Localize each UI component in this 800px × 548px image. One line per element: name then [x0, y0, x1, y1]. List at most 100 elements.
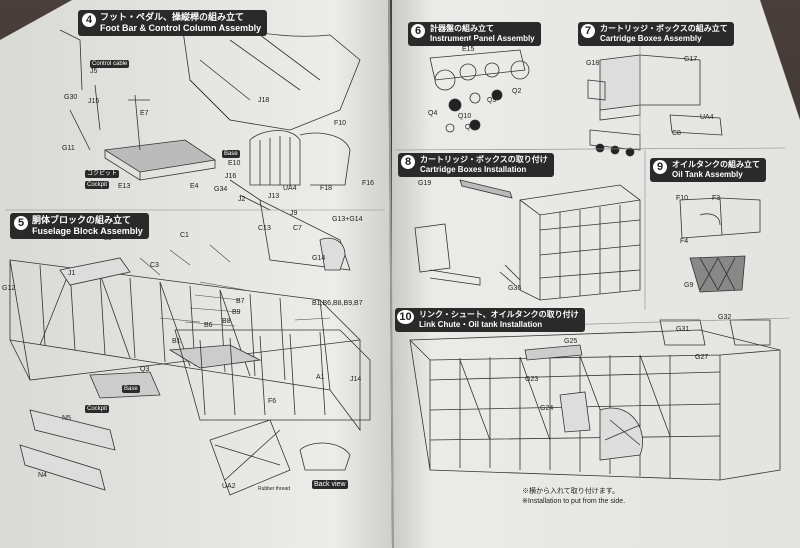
step9-title-jp: オイルタンクの組み立て	[672, 160, 760, 169]
part-label: J16	[225, 173, 237, 180]
part-label: B7	[236, 298, 245, 305]
step7-header: カートリッジ・ボックスの組み立て Cartridge Boxes Assembl…	[578, 22, 734, 46]
part-label: J5	[90, 68, 98, 75]
part-label: G17	[684, 56, 698, 63]
step8-drawing	[414, 179, 641, 301]
step7-drawing	[587, 54, 723, 157]
part-label: G23	[525, 376, 539, 383]
part-label: B9	[232, 309, 241, 316]
part-label: C1	[180, 232, 189, 239]
rubber-thread-note: Rubber thread	[258, 486, 290, 492]
cockpit-tag-en-2: Cockpit	[85, 405, 110, 413]
part-label: F10	[676, 195, 689, 202]
control-cable-tag: Control cable	[90, 60, 130, 68]
part-label: E10	[228, 160, 241, 167]
part-label: F6	[268, 398, 277, 405]
base-tag: Base	[222, 150, 240, 158]
part-label: J18	[258, 97, 270, 104]
part-label: G31	[676, 326, 690, 333]
part-label: B1,B6,B8,B9,B7	[312, 300, 363, 307]
part-label: J15	[88, 98, 100, 105]
step6-title-en: Instrument Panel Assembly	[430, 34, 535, 43]
part-label: Q2	[512, 88, 522, 95]
step10-drawing	[409, 319, 781, 481]
part-label: A2	[25, 232, 34, 239]
part-label: Q3	[140, 366, 150, 373]
part-label: G27	[695, 354, 709, 361]
base-tag-2: Base	[122, 385, 140, 393]
part-label: E19	[468, 40, 481, 47]
part-label: G11	[62, 145, 75, 152]
part-label: G30	[64, 94, 78, 101]
part-label: A1	[316, 374, 325, 381]
part-label: Q9	[487, 97, 497, 104]
part-label: G34	[214, 186, 228, 193]
part-label: J13	[268, 193, 280, 200]
part-label: E15	[462, 46, 475, 53]
step4-drawing	[59, 9, 361, 211]
part-label: E4	[190, 183, 199, 190]
part-label: F10	[334, 120, 347, 127]
step4-header: フット・ペダル、操縦桿の組み立て Foot Bar & Control Colu…	[78, 10, 268, 36]
part-label: G25	[564, 338, 578, 345]
part-label: B8	[222, 318, 231, 325]
step8-title-en: Cartridge Boxes Installation	[420, 165, 527, 174]
back-view-tag: Back view	[312, 480, 348, 489]
step9-number: 9	[653, 160, 667, 174]
step8-number: 8	[401, 155, 415, 169]
parts-rods	[139, 244, 331, 327]
step8-title-jp: カートリッジ・ボックスの取り付け	[420, 155, 548, 164]
part-label: G18	[586, 60, 600, 67]
step6-header: 計器盤の組み立て Instrument Panel Assembly	[408, 22, 541, 46]
part-label: G19	[418, 180, 432, 187]
part-label: E7	[140, 110, 149, 117]
part-label: J14	[350, 376, 362, 383]
part-label: UA4	[700, 114, 714, 121]
part-label: L5	[104, 235, 112, 242]
step4-number: 4	[82, 13, 96, 27]
part-label: J2	[238, 196, 246, 203]
part-label: UA2	[222, 483, 236, 490]
right-page	[392, 0, 800, 548]
step5-title-jp: 胴体ブロックの組み立て	[32, 215, 132, 225]
part-label: G36	[508, 285, 522, 292]
part-label: G24	[540, 405, 554, 412]
step9-title-en: Oil Tank Assembly	[672, 170, 743, 179]
part-label: J9	[290, 210, 298, 217]
step6-title-jp: 計器盤の組み立て	[430, 24, 494, 33]
part-label: G12	[2, 285, 16, 292]
part-label: C13	[258, 225, 271, 232]
part-label: E13	[118, 183, 131, 190]
part-label: F16	[362, 180, 375, 187]
step10-title-en: Link Chute・Oil tank Installation	[419, 320, 543, 329]
part-label: C7	[293, 225, 302, 232]
part-label: G14	[312, 255, 326, 262]
part-label: G32	[718, 314, 732, 321]
part-label: J1	[68, 270, 76, 277]
part-label: F4	[680, 238, 689, 245]
step8-header: カートリッジ・ボックスの取り付け Cartridge Boxes Install…	[398, 153, 554, 177]
cockpit-tag-jp: コクピット	[85, 170, 120, 178]
side-install-note-en: ※Installation to put from the side.	[522, 498, 626, 505]
step6-number: 6	[411, 24, 425, 38]
part-label: C3	[150, 262, 159, 269]
step10-number: 10	[397, 310, 414, 324]
step4-title-en: Foot Bar & Control Column Assembly	[100, 23, 262, 33]
step9-drawing	[679, 197, 761, 293]
step5-number: 5	[14, 216, 28, 230]
step5-title-en: Fuselage Block Assembly	[32, 226, 143, 236]
part-label: F3	[712, 195, 721, 202]
cockpit-tag-en: Cockpit	[85, 181, 110, 189]
step7-title-jp: カートリッジ・ボックスの組み立て	[600, 24, 728, 33]
part-label: G13+G14	[332, 216, 363, 223]
step9-header: オイルタンクの組み立て Oil Tank Assembly	[650, 158, 766, 182]
side-install-note-jp: ※横から入れて取り付けます。	[522, 488, 620, 495]
step7-title-en: Cartridge Boxes Assembly	[600, 34, 702, 43]
part-label: N5	[62, 415, 71, 422]
part-label: UA4	[283, 185, 297, 192]
part-label: Q10	[458, 113, 472, 120]
part-label: C8	[672, 130, 681, 137]
step5-header: 胴体ブロックの組み立て Fuselage Block Assembly	[10, 213, 149, 239]
